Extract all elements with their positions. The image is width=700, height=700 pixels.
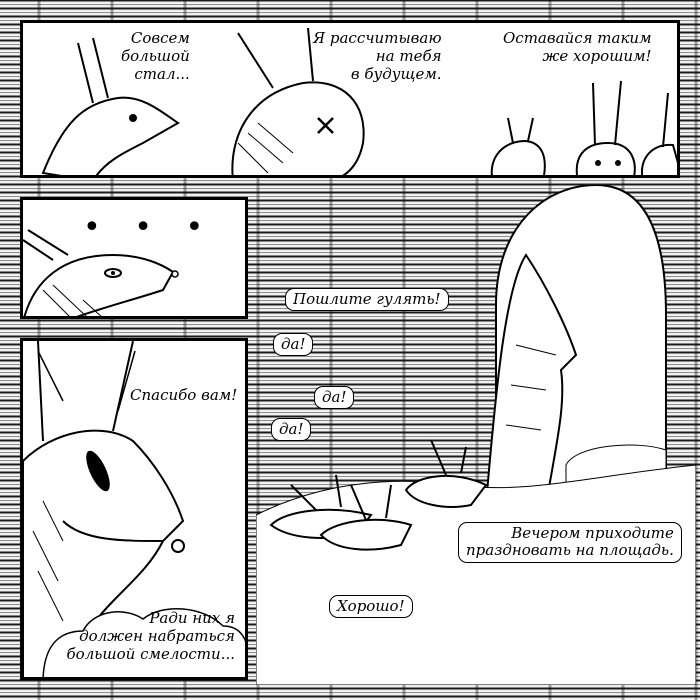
bubble-okay: Хорошо!: [329, 595, 413, 619]
scene-art: [256, 185, 696, 685]
panel-thanks: Спасибо вам! Ради них я должен набраться…: [20, 338, 248, 680]
bubble-come-evening: Вечером приходите праздновать на площадь…: [458, 522, 682, 563]
ellipsis-dots: • • •: [83, 210, 216, 245]
bubble-yes-2: да!: [314, 386, 355, 410]
rabbit-closeup-art: [23, 341, 245, 677]
narration-courage: Ради них я должен набраться большой смел…: [66, 609, 235, 663]
rabbit-profile-art: [23, 229, 179, 316]
bubble-thank-you: Спасибо вам!: [130, 386, 238, 404]
caption-counting-on-you: Я рассчитываю на тебя в будущем.: [313, 29, 442, 83]
bubble-yes-3: да!: [271, 418, 312, 442]
panel-pause: • • •: [20, 197, 248, 319]
panel-top-art: [41, 27, 677, 175]
bubble-lets-go-walk: Пошлите гулять!: [285, 288, 449, 312]
panel-top: Совсем большой стал... Я рассчитываю на …: [20, 20, 680, 178]
caption-stay-good: Оставайся таким же хорошим!: [503, 29, 652, 65]
bubble-yes-1: да!: [273, 333, 314, 357]
caption-grown-up: Совсем большой стал...: [121, 29, 190, 83]
